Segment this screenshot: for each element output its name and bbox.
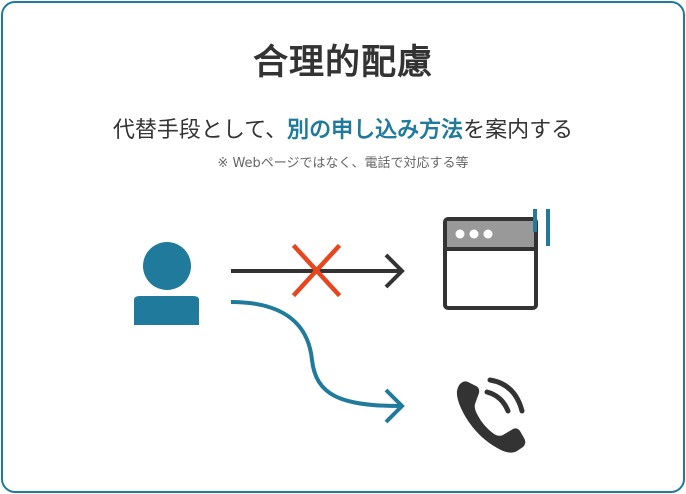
person-icon — [134, 242, 199, 325]
alternative-arrow — [230, 300, 405, 424]
page-title: 合理的配慮 — [252, 43, 433, 83]
cross-mark-icon — [291, 243, 342, 298]
subtitle-highlight: 別の申し込み方法 — [287, 118, 464, 143]
browser-window-icon — [443, 209, 550, 310]
phone-ringing-icon — [456, 377, 526, 453]
subtitle-pre: 代替手段として、 — [112, 118, 288, 143]
note-text: ※ Webページではなく、電話で対応する等 — [217, 156, 469, 171]
subtitle: 代替手段として、別の申し込み方法を案内する — [0, 112, 686, 144]
subtitle-post: を案内する — [463, 118, 574, 143]
